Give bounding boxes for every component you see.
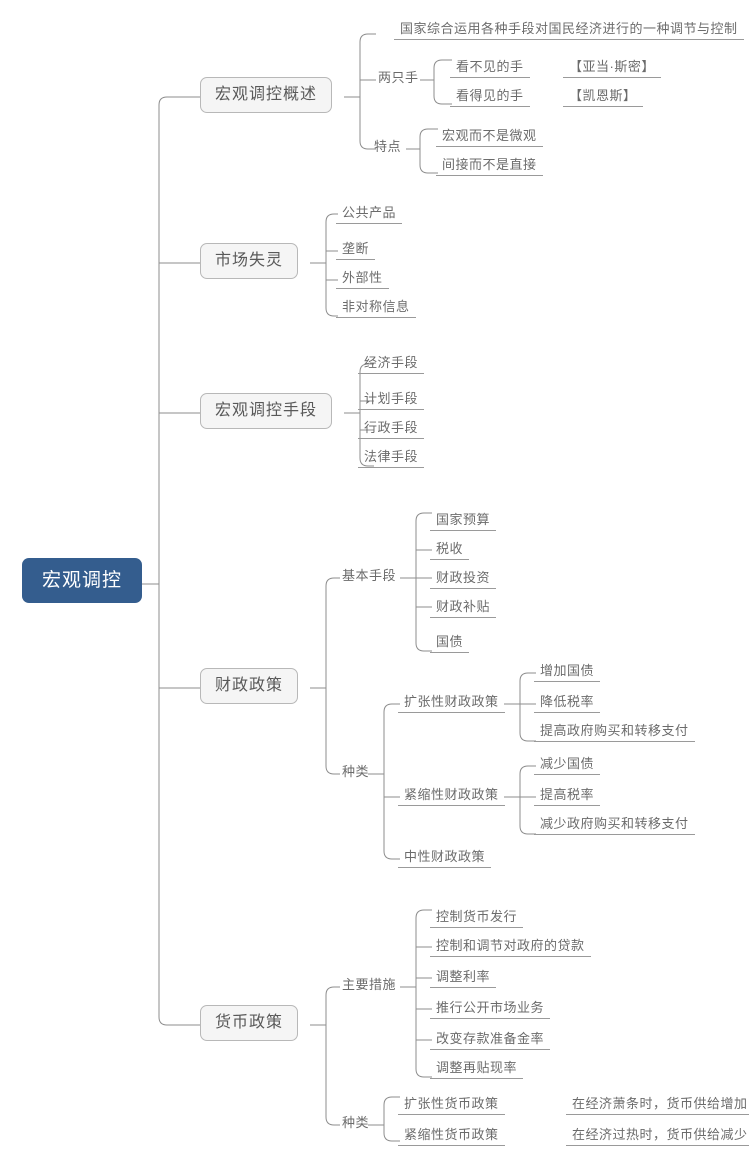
leaf-node-externality[interactable]: 外部性 bbox=[336, 268, 389, 289]
leaf-node-contractionary-monetary-note[interactable]: 在经济过热时，货币供给减少 bbox=[566, 1125, 749, 1146]
leaf-node-macro-not-micro[interactable]: 宏观而不是微观 bbox=[436, 126, 543, 147]
leaf-node-raise-gov-purchase[interactable]: 提高政府购买和转移支付 bbox=[534, 721, 695, 742]
leaf-node-raise-tax-rate[interactable]: 提高税率 bbox=[534, 785, 601, 806]
leaf-node-treasury-bond[interactable]: 国债 bbox=[430, 632, 470, 653]
leaf-node-neutral-fiscal[interactable]: 中性财政政策 bbox=[398, 847, 492, 868]
topic-node-macro-overview[interactable]: 宏观调控概述 bbox=[200, 77, 333, 113]
leaf-node-features[interactable]: 特点 bbox=[374, 139, 402, 154]
leaf-node-main-measures[interactable]: 主要措施 bbox=[342, 977, 397, 992]
leaf-node-indirect-not-direct[interactable]: 间接而不是直接 bbox=[436, 155, 543, 176]
leaf-node-visible-hand-note[interactable]: 【凯恩斯】 bbox=[563, 86, 643, 107]
topic-node-macro-means[interactable]: 宏观调控手段 bbox=[200, 393, 333, 429]
leaf-node-contractionary-fiscal[interactable]: 紧缩性财政政策 bbox=[398, 785, 505, 806]
leaf-node-control-gov-loans[interactable]: 控制和调节对政府的贷款 bbox=[430, 936, 591, 957]
leaf-node-adjust-interest-rate[interactable]: 调整利率 bbox=[430, 967, 497, 988]
leaf-node-planning-means[interactable]: 计划手段 bbox=[358, 389, 425, 410]
leaf-node-reduce-gov-purchase[interactable]: 减少政府购买和转移支付 bbox=[534, 814, 695, 835]
leaf-node-fiscal-types[interactable]: 种类 bbox=[342, 764, 370, 779]
leaf-node-contractionary-monetary[interactable]: 紧缩性货币政策 bbox=[398, 1125, 505, 1146]
root-node[interactable]: 宏观调控 bbox=[22, 558, 143, 603]
leaf-node-fiscal-subsidy[interactable]: 财政补贴 bbox=[430, 597, 497, 618]
leaf-node-asymmetric-info[interactable]: 非对称信息 bbox=[336, 297, 416, 318]
leaf-node-invisible-hand-note[interactable]: 【亚当·斯密】 bbox=[563, 57, 661, 78]
leaf-node-administrative-means[interactable]: 行政手段 bbox=[358, 418, 425, 439]
leaf-node-two-hands[interactable]: 两只手 bbox=[378, 70, 419, 85]
leaf-node-rediscount-rate[interactable]: 调整再贴现率 bbox=[430, 1058, 524, 1079]
leaf-node-open-market-ops[interactable]: 推行公开市场业务 bbox=[430, 998, 551, 1019]
leaf-node-state-budget[interactable]: 国家预算 bbox=[430, 510, 497, 531]
leaf-node-increase-bonds[interactable]: 增加国债 bbox=[534, 661, 601, 682]
leaf-node-monetary-types[interactable]: 种类 bbox=[342, 1115, 370, 1130]
leaf-node-control-issuance[interactable]: 控制货币发行 bbox=[430, 907, 524, 928]
topic-node-monetary-policy[interactable]: 货币政策 bbox=[200, 1005, 299, 1041]
leaf-node-legal-means[interactable]: 法律手段 bbox=[358, 447, 425, 468]
topic-node-fiscal-policy[interactable]: 财政政策 bbox=[200, 668, 299, 704]
leaf-node-expansionary-monetary[interactable]: 扩张性货币政策 bbox=[398, 1094, 505, 1115]
leaf-node-basic-means[interactable]: 基本手段 bbox=[342, 568, 397, 583]
leaf-node-lower-tax-rate[interactable]: 降低税率 bbox=[534, 692, 601, 713]
leaf-node-expansionary-monetary-note[interactable]: 在经济萧条时，货币供给增加 bbox=[566, 1094, 749, 1115]
leaf-node-invisible-hand[interactable]: 看不见的手 bbox=[450, 57, 530, 78]
leaf-node-monopoly[interactable]: 垄断 bbox=[336, 239, 376, 260]
leaf-node-fiscal-investment[interactable]: 财政投资 bbox=[430, 568, 497, 589]
leaf-node-definition[interactable]: 国家综合运用各种手段对国民经济进行的一种调节与控制 bbox=[394, 19, 744, 40]
leaf-node-public-goods[interactable]: 公共产品 bbox=[336, 203, 403, 224]
leaf-node-taxation[interactable]: 税收 bbox=[430, 539, 470, 560]
topic-node-market-failure[interactable]: 市场失灵 bbox=[200, 243, 299, 279]
leaf-node-visible-hand[interactable]: 看得见的手 bbox=[450, 86, 530, 107]
leaf-node-decrease-bonds[interactable]: 减少国债 bbox=[534, 754, 601, 775]
leaf-node-reserve-ratio[interactable]: 改变存款准备金率 bbox=[430, 1029, 551, 1050]
leaf-node-expansionary-fiscal[interactable]: 扩张性财政政策 bbox=[398, 692, 505, 713]
leaf-node-economic-means[interactable]: 经济手段 bbox=[358, 353, 425, 374]
